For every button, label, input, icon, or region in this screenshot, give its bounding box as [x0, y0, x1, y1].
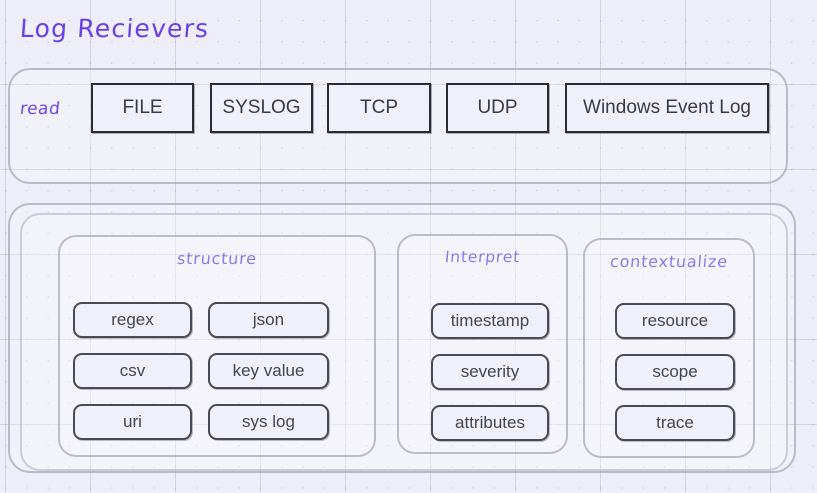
group-label-structure: structure	[176, 249, 258, 268]
chip-attributes[interactable]: attributes	[431, 405, 549, 441]
receiver-box-udp[interactable]: UDP	[446, 83, 549, 133]
receiver-box-tcp[interactable]: TCP	[327, 83, 431, 133]
group-label-contextualize: contextualize	[609, 252, 729, 271]
page-title: Log Recievers	[18, 14, 211, 43]
group-label-interpret: Interpret	[444, 248, 521, 266]
chip-uri[interactable]: uri	[73, 404, 192, 440]
chip-sys-log[interactable]: sys log	[208, 404, 329, 440]
chip-scope[interactable]: scope	[615, 354, 735, 390]
receiver-box-windows-event-log[interactable]: Windows Event Log	[565, 83, 769, 133]
receiver-box-file[interactable]: FILE	[91, 83, 194, 133]
chip-timestamp[interactable]: timestamp	[431, 303, 549, 339]
chip-resource[interactable]: resource	[615, 303, 735, 339]
read-edge-label: read	[18, 99, 62, 119]
chip-json[interactable]: json	[208, 302, 329, 338]
receiver-box-syslog[interactable]: SYSLOG	[210, 83, 313, 133]
chip-severity[interactable]: severity	[431, 354, 549, 390]
chip-key-value[interactable]: key value	[208, 353, 329, 389]
chip-csv[interactable]: csv	[73, 353, 192, 389]
chip-trace[interactable]: trace	[615, 405, 735, 441]
chip-regex[interactable]: regex	[73, 302, 192, 338]
